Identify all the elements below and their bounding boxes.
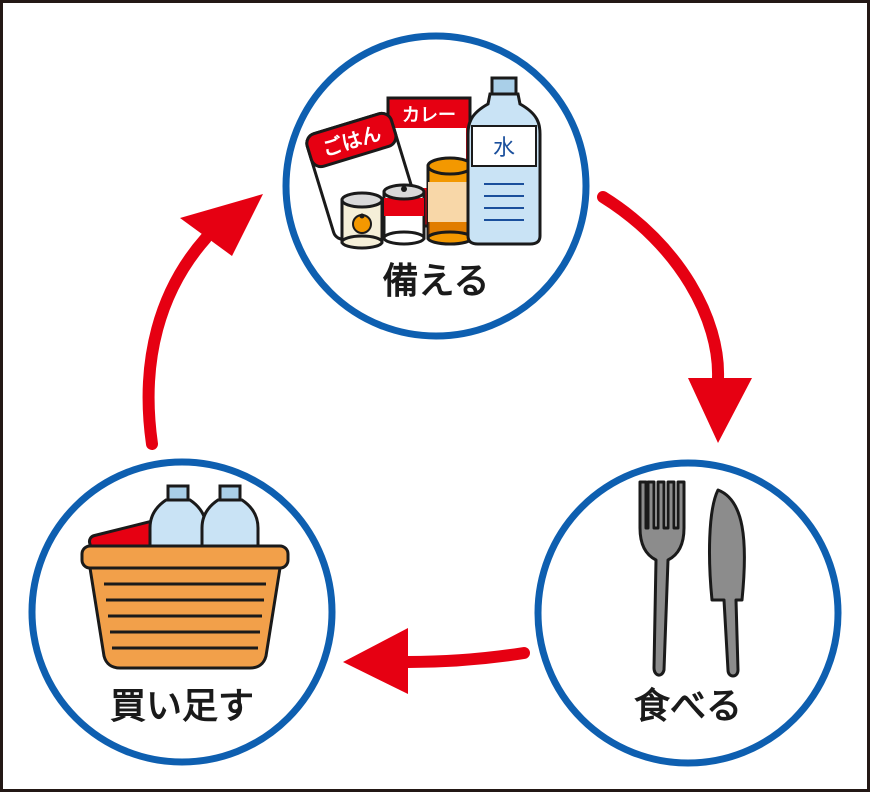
tall-can [426, 156, 474, 246]
node-circle [534, 459, 842, 767]
basket-slots [104, 582, 266, 650]
curry-pack-label: カレー [402, 105, 456, 126]
water-bottle: 水 [466, 76, 542, 246]
arrow-prepare-to-eat [597, 191, 752, 443]
emergency-food-supplies-icon: カレー ごはん [305, 76, 542, 250]
shopping-basket-icon [80, 484, 290, 670]
fruit-can [340, 191, 384, 250]
basket-body [88, 566, 282, 670]
fork-icon [638, 480, 686, 677]
node-restock: 買い足す [28, 458, 336, 766]
node-label-restock: 買い足す [110, 686, 254, 727]
node-prepare: カレー ごはん [282, 32, 590, 340]
knife-icon [708, 488, 746, 678]
water-bottle-label: 水 [493, 136, 515, 161]
node-eat: 食べる [534, 459, 842, 767]
basket-rim [80, 544, 290, 570]
arrow-restock-to-prepare [142, 194, 263, 450]
soup-can [382, 183, 426, 246]
fork-and-knife-icon [638, 480, 746, 678]
node-label-eat: 食べる [634, 686, 742, 727]
arrow-eat-to-restock [343, 628, 530, 694]
node-label-prepare: 備える [383, 261, 490, 302]
